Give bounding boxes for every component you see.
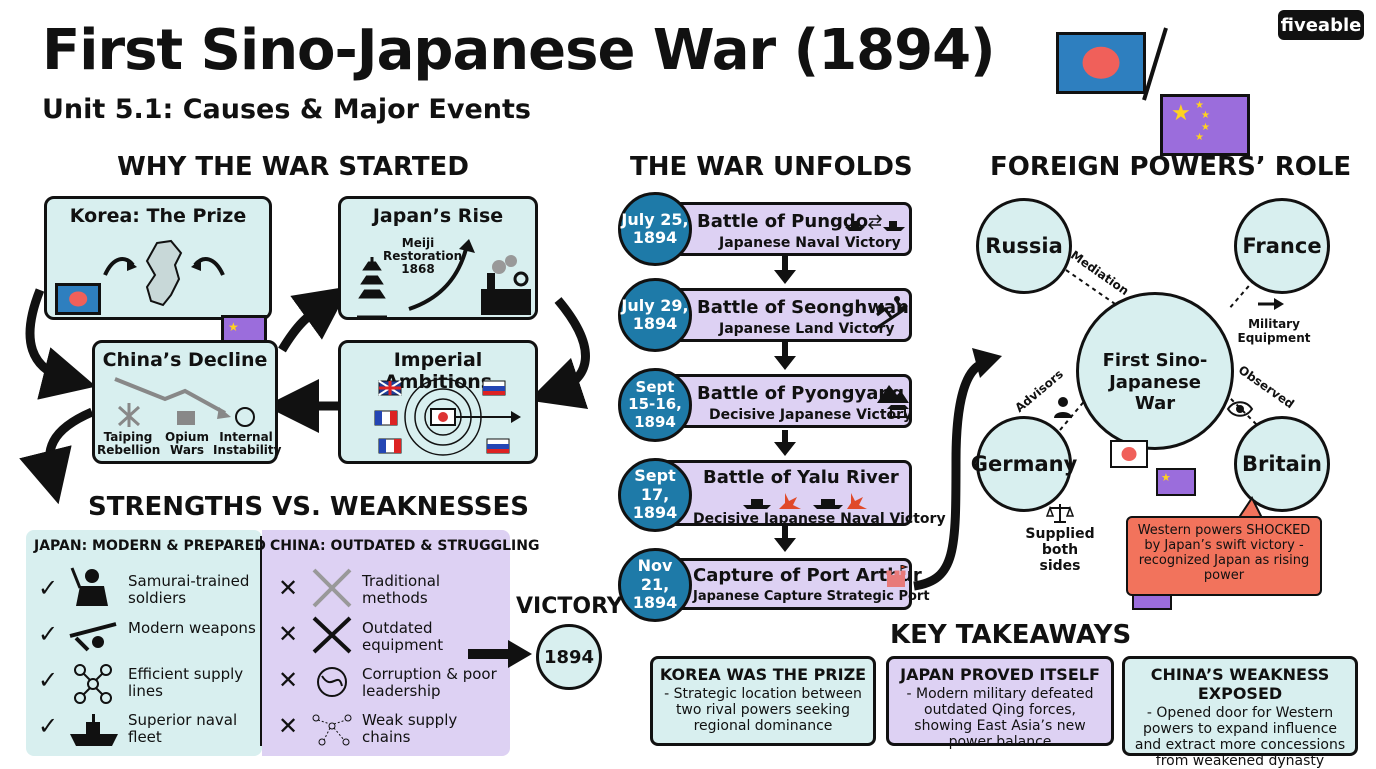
event-yalu: Battle of Yalu River Decisive Japanese N… (650, 460, 946, 527)
war-heading: THE WAR UNFOLDS (630, 152, 913, 182)
pagoda-factory-icon (357, 239, 531, 319)
cross-icon: ✕ (278, 620, 299, 648)
scales-icon (1046, 504, 1074, 523)
center-war-label: First Sino-Japanese War (1102, 350, 1208, 415)
ships-icon (845, 214, 905, 231)
page-subtitle: Unit 5.1: Causes & Major Events (42, 94, 531, 125)
japan-item-3: Efficient supply lines (128, 665, 244, 700)
china-weakness-icons (312, 568, 352, 746)
china-item-1: Traditional methods (362, 572, 441, 607)
decline-item-instability: Internal Instability (213, 430, 282, 458)
event-date-yalu: Sept 17, 1894 (618, 458, 692, 532)
japan-item-4: Superior naval fleet (128, 711, 238, 746)
cross-icon: ✕ (278, 712, 299, 740)
sw-divider (260, 536, 262, 746)
event-date-pungdo: July 25, 1894 (618, 192, 692, 266)
label-military-equipment: Military Equipment (1237, 317, 1311, 345)
china-weaknesses-panel (262, 530, 510, 756)
event-pungdo: Battle of Pungdo Japanese Naval Victory (650, 202, 912, 256)
japan-item-1: Samurai-trained soldiers (128, 572, 250, 607)
decline-item-opium: Opium Wars (165, 430, 209, 458)
shocked-callout: Western powers SHOCKED by Japan’s swift … (1126, 516, 1322, 596)
page-title: First Sino-Japanese War (1894) (42, 18, 996, 83)
china-item-3: Corruption & poor leadership (362, 665, 497, 700)
arrow-left-icon (191, 257, 225, 276)
decline-item-taiping: Taiping Rebellion (97, 430, 161, 458)
victory-year-circle: 1894 (536, 624, 602, 690)
soldiers-icon (874, 296, 908, 331)
power-france: France (1234, 198, 1330, 294)
cross-icon: ✕ (278, 574, 299, 602)
check-icon: ✓ (38, 712, 59, 740)
china-decline-box: China’s Decline Taiping Rebellion Opium … (92, 340, 282, 464)
takeaway-korea: KOREA WAS THE PRIZE - Strategic location… (650, 656, 876, 746)
arrow-right-icon (103, 257, 137, 276)
foreign-heading: FOREIGN POWERS’ ROLE (990, 152, 1352, 182)
event-date-pyongyang: Sept 15-16, 1894 (618, 368, 692, 442)
event-date-port-arthur: Nov 21, 1894 (618, 548, 692, 622)
japan-item-2: Modern weapons (128, 619, 256, 637)
china-flag-icon: ★ ★ ★ ★ ★ (1160, 94, 1250, 156)
power-russia: Russia (976, 198, 1072, 294)
port-arthur-to-foreign-arrow (913, 348, 1002, 591)
check-icon: ✓ (38, 666, 59, 694)
imperial-ambitions-box: Imperial Ambitions (338, 340, 538, 464)
meiji-label: Meiji Restoration 1868 (383, 236, 463, 277)
sw-heading: STRENGTHS VS. WEAKNESSES (88, 492, 529, 522)
slash-divider (1142, 27, 1168, 101)
check-icon: ✓ (38, 574, 59, 602)
target-icon (374, 378, 521, 456)
eye-icon (1226, 401, 1254, 417)
imperial-title: Imperial Ambitions (383, 349, 493, 393)
event-seonghwan: Battle of Seonghwan Japanese Land Victor… (650, 288, 912, 342)
japan-strengths-panel (26, 530, 262, 756)
korea-map-icon (145, 239, 183, 307)
fiveable-logo[interactable]: fiveable (1278, 10, 1364, 40)
advisor-person-icon (1054, 397, 1072, 418)
japan-header: JAPAN: MODERN & PREPARED (34, 538, 266, 554)
takeaway-japan: JAPAN PROVED ITSELF - Modern military de… (886, 656, 1114, 750)
check-icon: ✓ (38, 620, 59, 648)
china-header: CHINA: OUTDATED & STRUGGLING (270, 538, 540, 554)
arrow-right-icon (1258, 298, 1284, 310)
center-war-circle (1076, 292, 1234, 450)
decline-arrow-icon (114, 377, 255, 427)
timeline-arrows (774, 254, 796, 552)
china-item-2: Outdated equipment (362, 619, 444, 654)
japan-flag-icon (1110, 440, 1148, 468)
event-port-arthur: Capture of Port Arthur Japanese Capture … (650, 558, 930, 610)
power-germany: Germany (971, 416, 1077, 512)
korea-title: Korea: The Prize (69, 205, 247, 227)
japan-rise-title: Japan’s Rise (372, 205, 504, 227)
label-supplied-both: Supplied both sides (1025, 526, 1095, 575)
event-pyongyang: Battle of Pyongyang Decisive Japanese Vi… (650, 374, 912, 428)
victory-arrow (468, 640, 532, 668)
china-item-4: Weak supply chains (362, 711, 458, 746)
japan-flag-icon (1056, 32, 1146, 94)
korea-prize-box: Korea: The Prize ★ (44, 196, 272, 347)
naval-battle-icon (743, 493, 867, 509)
takeaways-heading: KEY TAKEAWAYS (890, 620, 1132, 650)
power-britain: Britain (1234, 416, 1330, 512)
castle-flag-icon (886, 565, 909, 587)
takeaway-china: CHINA’S WEAKNESS EXPOSED - Opened door f… (1122, 656, 1358, 769)
japan-strength-icons (69, 567, 118, 746)
china-decline-title: China’s Decline (102, 349, 268, 371)
cycle-arrows (19, 286, 590, 505)
victory-label: VICTORY (516, 594, 623, 619)
mountain-fort-icon (877, 385, 909, 418)
china-flag-icon: ★ (1156, 468, 1196, 496)
cross-icon: ✕ (278, 666, 299, 694)
why-heading: WHY THE WAR STARTED (117, 152, 469, 182)
japan-flag-icon (55, 283, 101, 315)
event-date-seonghwan: July 29, 1894 (618, 278, 692, 352)
japan-rise-box: Japan’s Rise Meiji Restoration 1868 (338, 196, 538, 320)
